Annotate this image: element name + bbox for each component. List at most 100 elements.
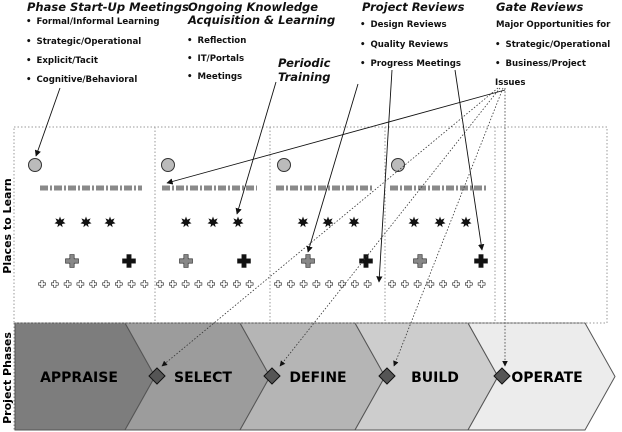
phase-label-appraise: APPRAISE: [40, 370, 118, 386]
small-cross-icon: [413, 280, 422, 288]
starburst-icon: [348, 216, 360, 228]
small-cross-icon: [156, 280, 164, 288]
gate-item: Business/Project: [495, 59, 586, 69]
small-cross-icon: [63, 280, 72, 288]
knowledge-item: IT/Portals: [187, 54, 245, 64]
small-cross-icon: [363, 280, 372, 288]
gate-subtitle: Major Opportunities for: [496, 20, 611, 30]
cross-icon: [474, 254, 488, 268]
arrow-review-build: [376, 69, 393, 283]
gate-diamonds: [148, 367, 511, 385]
starburst-icon: [460, 216, 472, 228]
circle-icon: [277, 158, 291, 172]
cross-icon: [65, 254, 79, 268]
startup-item: Strategic/Operational: [26, 37, 142, 47]
project-phases-label: Project Phases: [1, 332, 14, 424]
small-cross-icon: [220, 280, 228, 288]
small-cross-icon: [388, 280, 396, 288]
cross-icon: [179, 254, 193, 268]
arrow-review-define: [306, 83, 359, 253]
starburst-icon: [408, 216, 420, 228]
small-cross-icon: [89, 280, 97, 288]
starburst-icon: [104, 216, 116, 228]
small-cross-icon: [233, 280, 241, 288]
diamond-icon: [148, 367, 166, 385]
startup-item: Cognitive/Behavioral: [26, 75, 138, 85]
phase-label-define: DEFINE: [289, 370, 346, 386]
starburst-icon: [80, 216, 92, 228]
header-startup-title: Phase Start-Up Meetings: [27, 0, 189, 14]
arrow-gate-select: [161, 87, 499, 367]
small-cross-icon: [426, 280, 435, 288]
small-cross-icon: [207, 280, 215, 288]
small-cross-icon: [245, 280, 254, 288]
small-cross-icon: [287, 280, 295, 288]
header-knowledge-title: Ongoing Knowledge: [188, 0, 319, 14]
small-cross-icon: [102, 280, 110, 288]
small-cross-icon: [351, 280, 359, 288]
arrow-gate-training: [166, 89, 506, 185]
places-to-learn-label: Places to Learn: [1, 178, 14, 273]
diamond-icon: [493, 367, 511, 385]
small-cross-icon: [51, 280, 59, 288]
cross-icon: [413, 254, 427, 268]
arrow-gate-build: [393, 87, 504, 367]
small-cross-icon: [127, 280, 136, 288]
header-knowledge-title-line2: Acquisition & Learning: [188, 13, 336, 27]
small-cross-icon: [169, 280, 177, 288]
phase-label-operate: OPERATE: [511, 370, 582, 386]
small-cross-icon: [477, 280, 486, 288]
small-cross-icon: [452, 280, 460, 288]
small-cross-icon: [274, 280, 282, 288]
starburst-icon: [434, 216, 446, 228]
reviews-item: Design Reviews: [360, 20, 447, 30]
small-cross-icon: [439, 280, 447, 288]
startup-item: Formal/Informal Learning: [26, 17, 160, 27]
small-cross-icon: [299, 280, 308, 288]
header-training-title-line2: Training: [278, 70, 331, 84]
small-cross-icon: [115, 280, 123, 288]
knowledge-item: Meetings: [187, 72, 243, 82]
gate-item: Strategic/Operational: [495, 40, 611, 50]
phase-label-build: BUILD: [411, 370, 459, 386]
markers: [28, 158, 488, 288]
starburst-icon: [232, 216, 244, 228]
small-cross-icon: [401, 280, 409, 288]
starburst-icon: [180, 216, 192, 228]
phase-band: [14, 322, 616, 431]
startup-item: Explicit/Tacit: [26, 56, 98, 66]
small-cross-icon: [338, 280, 346, 288]
small-cross-icon: [140, 280, 149, 288]
cross-icon: [122, 254, 136, 268]
diamond-icon: [263, 367, 281, 385]
knowledge-item: Reflection: [187, 36, 247, 46]
arrow-startup: [34, 87, 61, 157]
small-cross-icon: [325, 280, 333, 288]
starburst-icon: [297, 216, 309, 228]
small-cross-icon: [312, 280, 321, 288]
diamond-icon: [378, 367, 396, 385]
header-gate-title: Gate Reviews: [496, 0, 584, 14]
header-training-title: Periodic: [278, 56, 331, 70]
small-cross-icon: [38, 280, 46, 288]
starburst-icon: [207, 216, 219, 228]
cross-icon: [359, 254, 373, 268]
places-frame: [13, 126, 608, 324]
arrow-training: [235, 81, 277, 215]
circle-icon: [161, 158, 175, 172]
arrow-review-operate: [454, 69, 485, 251]
circle-icon: [391, 158, 405, 172]
small-cross-icon: [465, 280, 473, 288]
circle-icon: [28, 158, 42, 172]
reviews-item: Progress Meetings: [360, 59, 462, 69]
cross-icon: [301, 254, 315, 268]
small-cross-icon: [76, 280, 85, 288]
header-reviews-title: Project Reviews: [362, 0, 465, 14]
gate-item-continuation: Issues: [495, 78, 526, 88]
small-cross-icon: [194, 280, 203, 288]
small-cross-icon: [181, 280, 190, 288]
phase-label-select: SELECT: [174, 370, 232, 386]
starburst-icon: [54, 216, 66, 228]
cross-icon: [237, 254, 251, 268]
